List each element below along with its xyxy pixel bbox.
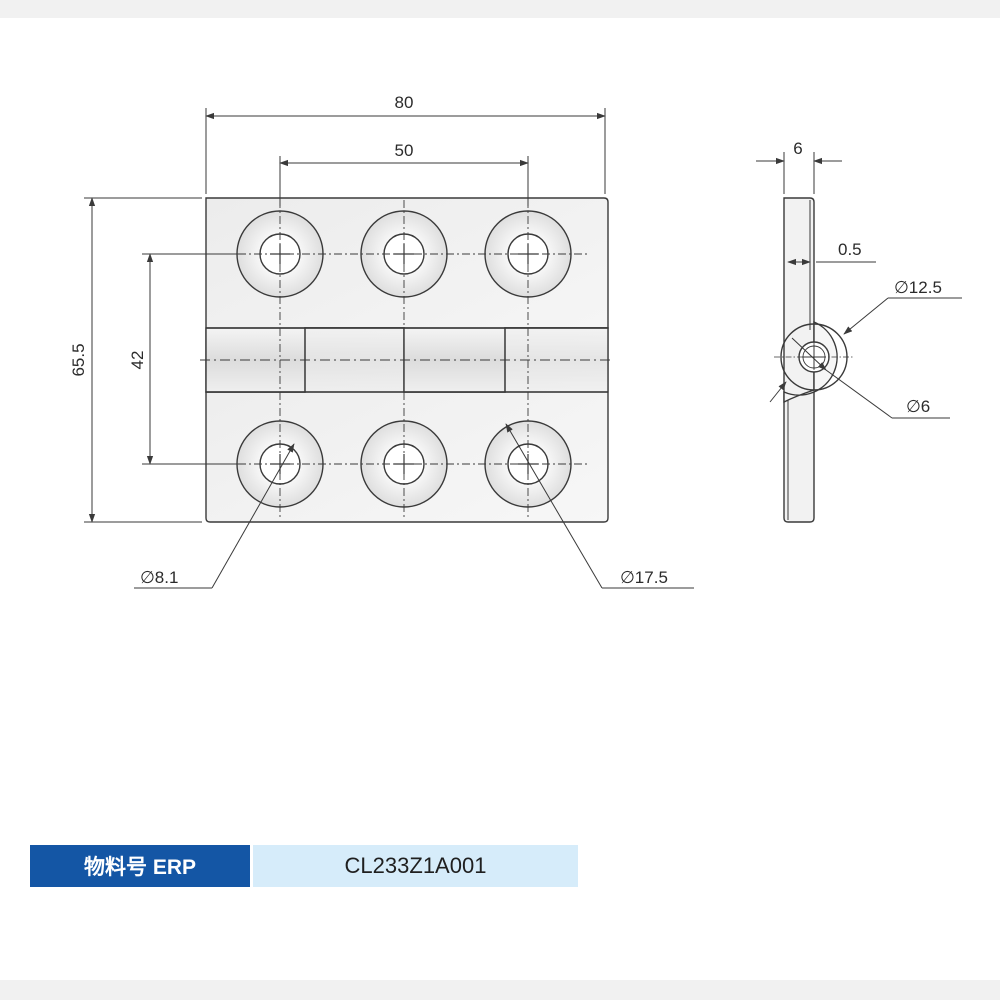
leader-countersink-diameter <box>505 423 694 589</box>
center-crosses <box>270 244 538 474</box>
leader-pin-diameter <box>791 337 950 419</box>
dim-thickness-label: 6 <box>793 139 802 158</box>
dim-countersink-diameter-label: ∅17.5 <box>620 568 668 587</box>
dim-overall-width <box>205 108 606 194</box>
leader-hole-diameter <box>134 443 295 589</box>
dim-hole-row-spacing <box>142 253 240 465</box>
erp-label: 物料号 ERP <box>30 845 253 887</box>
dim-overall-width-label: 80 <box>395 93 414 112</box>
dim-knuckle-diameter-label: ∅12.5 <box>894 278 942 297</box>
dim-overall-height-label: 65.5 <box>69 343 88 376</box>
front-view <box>84 108 694 589</box>
dim-hole-spacing <box>279 156 529 206</box>
dim-thickness <box>756 152 842 194</box>
dim-offset-label: 0.5 <box>838 240 862 259</box>
dim-pin-diameter-label: ∅6 <box>906 397 930 416</box>
side-knuckle <box>783 320 838 404</box>
side-view <box>756 152 962 523</box>
dim-hole-row-spacing-label: 42 <box>128 351 147 370</box>
erp-value: CL233Z1A001 <box>253 845 578 887</box>
dim-hole-spacing-label: 50 <box>395 141 414 160</box>
dim-hole-diameter-label: ∅8.1 <box>140 568 178 587</box>
dim-overall-height <box>84 197 202 523</box>
leader-knuckle-diameter <box>769 297 962 403</box>
erp-bar: 物料号 ERP CL233Z1A001 <box>30 845 578 887</box>
